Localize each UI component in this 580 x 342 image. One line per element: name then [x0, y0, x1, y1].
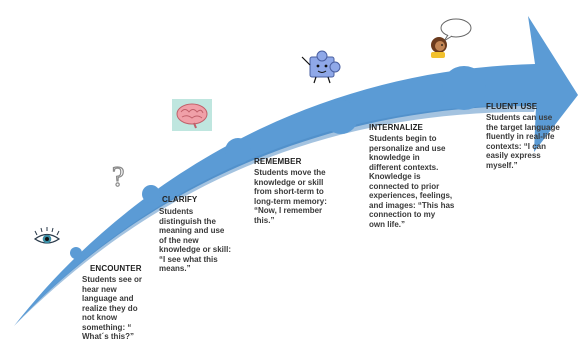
eye-icon	[33, 227, 61, 244]
internalize-description: Students begin to personalize and use kn…	[369, 134, 455, 229]
encounter-description: Students see or hear new language and re…	[82, 275, 143, 341]
fluent-use-node[interactable]	[442, 66, 486, 110]
encounter-title: ENCOUNTER	[90, 264, 142, 273]
fluent-use-description: Students can use the target language flu…	[486, 113, 560, 170]
clarify-title: CLARIFY	[162, 195, 198, 204]
remember-node[interactable]	[225, 138, 251, 164]
internalize-node[interactable]	[324, 100, 358, 134]
progression-arrow	[14, 16, 578, 326]
fluent-use-title: FLUENT USE	[486, 102, 538, 111]
arrow-highlight	[14, 105, 536, 326]
svg-text:?: ?	[112, 162, 124, 193]
internalize-title: INTERNALIZE	[369, 123, 423, 132]
clarify-description: Students distinguish the meaning and use…	[159, 207, 232, 273]
encounter-node[interactable]	[70, 247, 82, 259]
question-mark-icon: ?	[111, 161, 125, 193]
brain-icon	[172, 99, 212, 131]
remember-description: Students move the knowledge or skill fro…	[254, 168, 327, 225]
speaking-person-icon	[431, 18, 472, 58]
remember-title: REMEMBER	[254, 157, 302, 166]
puzzle-piece-icon	[301, 50, 341, 84]
clarify-node[interactable]	[142, 185, 160, 203]
